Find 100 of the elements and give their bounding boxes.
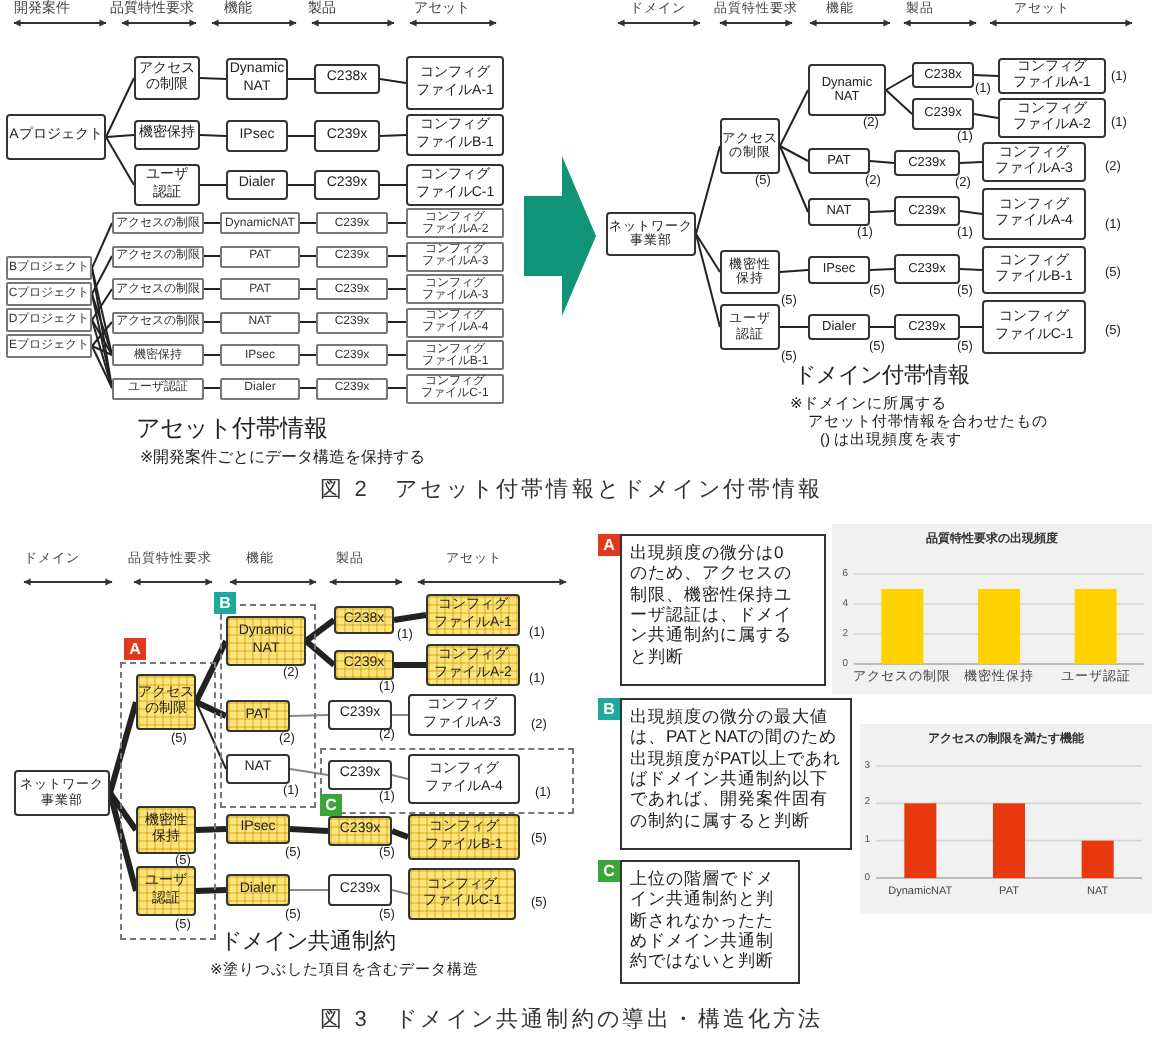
item-box (14, 770, 110, 816)
connector-line (387, 222, 407, 224)
connector-line (387, 387, 407, 389)
connector-line (91, 345, 113, 389)
connector-line (304, 617, 336, 644)
item-box (6, 308, 92, 332)
connector-line (203, 354, 221, 356)
item-box (316, 344, 388, 366)
connector-line (107, 791, 139, 832)
item-box (316, 212, 388, 234)
connector-line (194, 699, 228, 719)
connector-line (299, 288, 317, 290)
connector-line (379, 184, 407, 186)
connector-line (203, 255, 221, 257)
connector-line (91, 255, 113, 295)
connector-line (394, 662, 426, 668)
connector-line (959, 210, 983, 215)
item-box (226, 170, 288, 200)
connector-line (199, 77, 227, 80)
item-box (406, 164, 504, 206)
item-box (606, 212, 696, 256)
item-box (406, 114, 504, 156)
item-box (406, 274, 504, 304)
connector-line (779, 145, 809, 162)
connector-line (91, 293, 113, 356)
item-box (6, 334, 92, 358)
connector-line (387, 321, 407, 323)
connector-line (869, 160, 895, 164)
connector-line (199, 134, 227, 137)
item-box (220, 278, 300, 300)
connector-line (203, 387, 221, 389)
section-heading: ドメイン付帯情報 (794, 364, 970, 392)
note-text: 出現頻度の微分の最大値は、PATとNATの間のため出現頻度がPAT以上であればドメイン共通制約以下であれば、開発案件固有の制約に属すると判断 (630, 706, 841, 831)
connector-line (287, 135, 315, 137)
connector-line (299, 222, 317, 224)
connector-line (779, 145, 809, 213)
letter-badge: B (214, 592, 236, 614)
connector-line (91, 288, 113, 321)
connector-line (287, 184, 315, 186)
connector-line (869, 268, 895, 271)
item-box (220, 377, 300, 399)
item-box (6, 256, 92, 280)
connector-line (387, 354, 407, 356)
connector-line (779, 326, 809, 328)
section-heading: ドメイン共通制約 (220, 930, 396, 958)
item-box (406, 241, 504, 271)
item-box (6, 282, 92, 306)
connector-line (299, 354, 317, 356)
note-text: 上位の階層でドメイン共通制約と判断されなかったためドメイン共通制約ではないと判断 (630, 868, 776, 972)
connector-line (193, 639, 229, 704)
item-box (316, 377, 388, 399)
connector-line (299, 387, 317, 389)
connector-line (289, 768, 329, 776)
connector-line (91, 321, 113, 347)
item-box (406, 56, 504, 110)
connector-line (379, 134, 407, 137)
connector-line (695, 233, 721, 273)
item-box (220, 344, 300, 366)
item-box (220, 311, 300, 333)
section-heading: アセット付帯情報 (136, 414, 328, 444)
connector-line (885, 74, 913, 91)
connector-line (387, 288, 407, 290)
connector-line (379, 78, 407, 84)
connector-line (195, 701, 227, 770)
connector-line (91, 319, 113, 389)
letter-badge: C (320, 794, 342, 816)
letter-badge: C (598, 860, 620, 882)
connector-line (391, 889, 409, 895)
item-box (112, 344, 204, 366)
item-box (112, 245, 204, 267)
item-box (406, 373, 504, 403)
note-text: 出現頻度の微分は0のため、アクセスの制限、機密性保持ユーザ認証は、ドメイン共通制約に属すると判断 (630, 542, 794, 667)
footnote: ※開発案件ごとにデータ構造を保持する (140, 448, 426, 468)
connector-line (391, 714, 409, 716)
connector-line (91, 345, 113, 356)
connector-line (695, 145, 721, 235)
item-box (226, 120, 288, 152)
connector-line (973, 74, 999, 77)
connector-line (91, 222, 113, 269)
item-box (406, 340, 504, 370)
item-box (112, 377, 204, 399)
connector-line (91, 293, 113, 389)
connector-line (391, 774, 409, 780)
connector-line (299, 255, 317, 257)
connector-line (289, 714, 329, 717)
item-box (406, 208, 504, 238)
connector-line (105, 136, 135, 186)
connector-line (393, 612, 427, 623)
letter-badge: B (598, 698, 620, 720)
item-box (6, 114, 106, 160)
connector-line (695, 233, 721, 328)
letter-badge: A (598, 534, 620, 556)
connector-line (289, 826, 329, 834)
connector-line (203, 222, 221, 224)
item-box (314, 64, 380, 94)
connector-line (299, 321, 317, 323)
item-box (316, 245, 388, 267)
connector-line (885, 89, 913, 115)
item-box (316, 311, 388, 333)
connector-line (199, 184, 227, 186)
